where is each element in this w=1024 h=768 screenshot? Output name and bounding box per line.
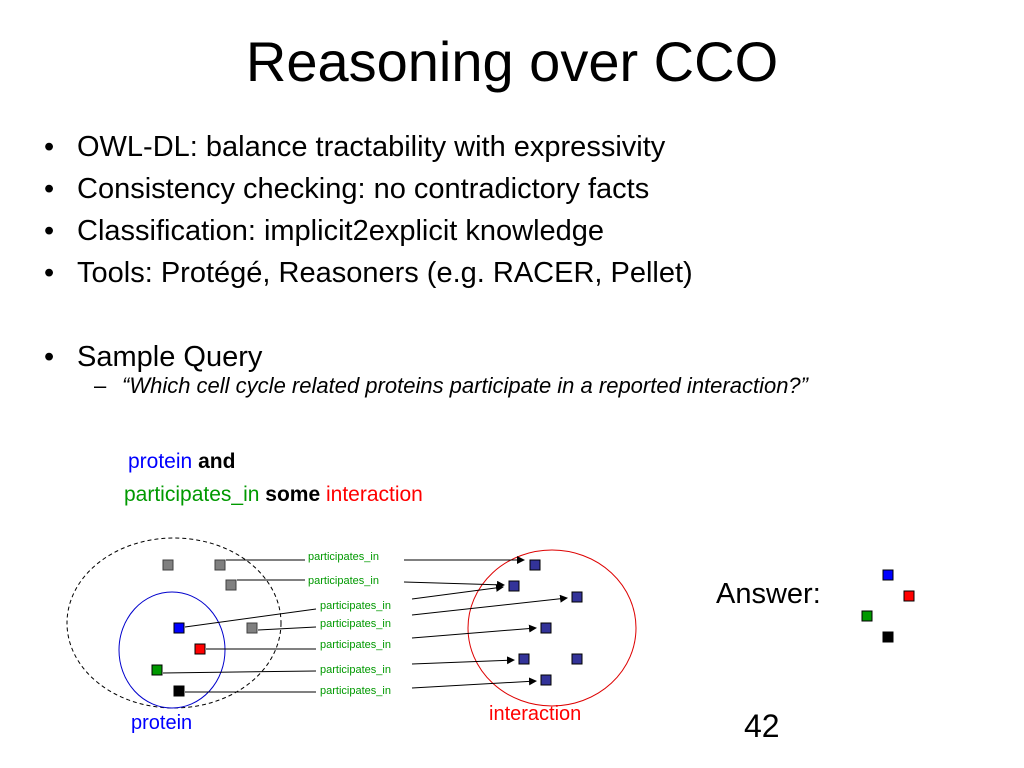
- protein-set-label: protein: [131, 712, 192, 734]
- answer-node-green: [861, 610, 873, 622]
- edge: participates_in: [162, 656, 515, 676]
- answer-node-red: [903, 590, 915, 602]
- protein-node-blue: [173, 622, 185, 634]
- edge: participates_in: [184, 583, 504, 628]
- bullet-text: Classification: implicit2explicit knowle…: [77, 215, 605, 247]
- bullet-text: Tools: Protégé, Reasoners (e.g. RACER, P…: [77, 257, 693, 289]
- edge-label: participates_in: [320, 639, 391, 651]
- edge-label: participates_in: [308, 551, 379, 563]
- edge-label: participates_in: [320, 618, 391, 630]
- bullet-dot: •: [44, 341, 55, 373]
- bullet-item-sample-query: • Sample Query: [44, 336, 693, 378]
- interaction-node: [571, 653, 583, 665]
- instance-node-gray: [162, 559, 174, 571]
- protein-set: [118, 591, 226, 709]
- query-target: interaction: [325, 483, 423, 506]
- bullet-item: • Tools: Protégé, Reasoners (e.g. RACER, …: [44, 252, 693, 294]
- interaction-node: [529, 559, 541, 571]
- interaction-node: [540, 674, 552, 686]
- edge: participates_in: [206, 624, 537, 651]
- bullet-dot: •: [44, 131, 55, 163]
- answer-label: Answer:: [716, 578, 821, 610]
- edge: participates_in: [226, 551, 525, 564]
- edge: participates_in: [257, 594, 568, 631]
- instance-node-gray: [214, 559, 226, 571]
- bullet-dot: •: [44, 215, 55, 247]
- answer-node-blue: [882, 569, 894, 581]
- bullet-dot: •: [44, 257, 55, 289]
- edge-label: participates_in: [320, 600, 391, 612]
- bullet-item: • Classification: implicit2explicit knowl…: [44, 210, 693, 252]
- bullet-item: • Consistency checking: no contradictory …: [44, 168, 693, 210]
- protein-node-red: [194, 643, 206, 655]
- slide-title: Reasoning over CCO: [245, 30, 779, 93]
- sample-question-text: “Which cell cycle related proteins parti…: [122, 373, 808, 398]
- protein-node-green: [151, 664, 163, 676]
- bullet-dot: •: [44, 173, 55, 205]
- query-some: some: [265, 483, 321, 506]
- bullet-item: • OWL-DL: balance tractability with expre…: [44, 126, 693, 168]
- interaction-set: [467, 549, 637, 707]
- interaction-set-label: interaction: [489, 703, 581, 725]
- query-class: protein: [128, 450, 193, 473]
- instance-node-gray: [225, 579, 237, 591]
- instance-node-gray: [246, 622, 258, 634]
- edge: participates_in: [185, 677, 537, 697]
- protein-node-black: [173, 685, 185, 697]
- query-line-2: participates_in some interaction: [124, 483, 423, 507]
- sub-bullet-dash: –: [94, 373, 107, 398]
- query-relation: participates_in: [124, 483, 260, 506]
- bullet-list: • OWL-DL: balance tractability with expre…: [44, 126, 693, 378]
- edge-label: participates_in: [308, 575, 379, 587]
- interaction-node: [540, 622, 552, 634]
- sample-query-label: Sample Query: [77, 341, 263, 373]
- bullet-text: Consistency checking: no contradictory f…: [77, 173, 650, 205]
- sample-question: –“Which cell cycle related proteins part…: [94, 373, 808, 399]
- page-number: 42: [744, 708, 780, 744]
- edge-label: participates_in: [320, 685, 391, 697]
- interaction-node: [571, 591, 583, 603]
- query-line-1: protein and: [128, 450, 235, 474]
- all-instances-set: [66, 537, 282, 709]
- answer-node-black: [882, 631, 894, 643]
- interaction-node: [518, 653, 530, 665]
- edge: participates_in: [237, 575, 505, 589]
- query-and: and: [198, 450, 236, 473]
- bullet-text: OWL-DL: balance tractability with expres…: [77, 131, 666, 163]
- edge-label: participates_in: [320, 664, 391, 676]
- interaction-node: [508, 580, 520, 592]
